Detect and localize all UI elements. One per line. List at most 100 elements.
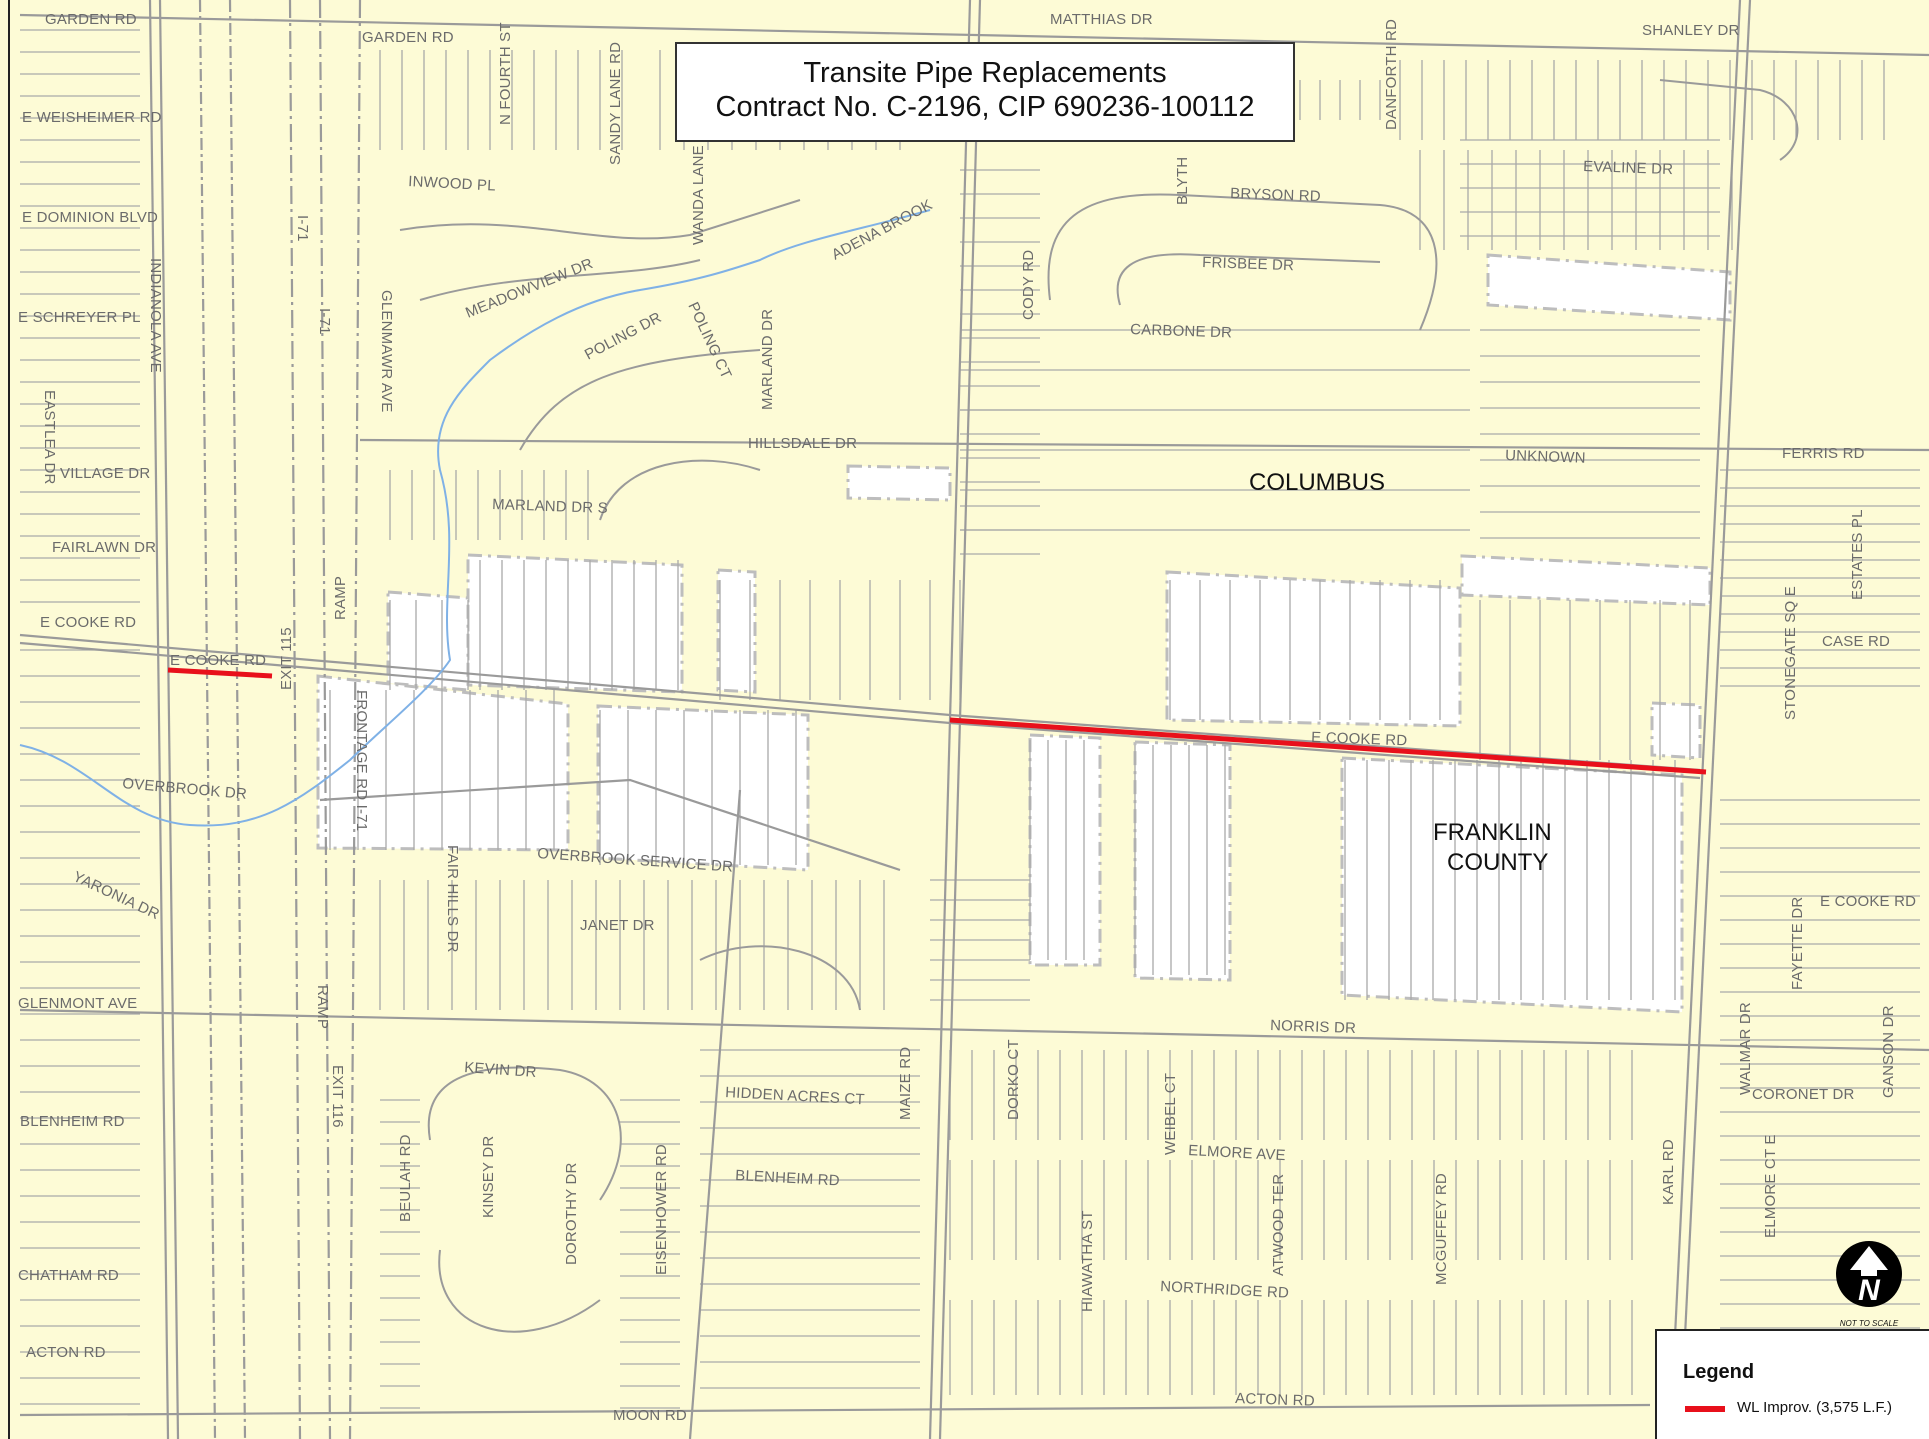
parcel-lines — [20, 29, 1920, 1409]
road-label: GARDEN RD — [45, 11, 137, 28]
road-label: INDIANOLA AVE — [147, 258, 164, 373]
road-label: ESTATES PL — [1849, 509, 1866, 600]
road-label: DANFORTH RD — [1383, 19, 1400, 130]
road-label: DORKO CT — [1005, 1039, 1022, 1120]
county-parcel-block — [846, 464, 952, 502]
road-label: ACTON RD — [1235, 1390, 1315, 1410]
north-arrow-head — [1850, 1246, 1888, 1276]
road-label: FAYETTE DR — [1789, 897, 1806, 990]
road-label: CHATHAM RD — [18, 1267, 119, 1284]
road-label: BEULAH RD — [397, 1134, 414, 1222]
road-label: BLENHEIM RD — [735, 1167, 840, 1189]
road-label: FAIRLAWN DR — [52, 539, 156, 556]
road-label: ATWOOD TER — [1270, 1174, 1287, 1276]
overbrook-line — [319, 778, 901, 872]
road-label: MATTHIAS DR — [1050, 11, 1153, 28]
north-arrow-icon: N NOT TO SCALE — [1830, 1236, 1908, 1336]
road-label: N FOURTH ST — [497, 22, 514, 125]
adena-brook-stream — [19, 209, 931, 827]
road-label: VILLAGE DR — [60, 465, 150, 482]
marland-curve — [519, 349, 761, 451]
road-label: HIAWATHA ST — [1079, 1210, 1096, 1312]
road-label: WEIBEL CT — [1162, 1073, 1179, 1155]
road-label: E SCHREYER PL — [18, 309, 141, 326]
area-label-franklin: FRANKLIN — [1433, 819, 1552, 846]
road-label: I-71 — [316, 308, 333, 335]
road-label: E COOKE RD — [170, 652, 266, 669]
road-label: FRISBEE DR — [1202, 254, 1295, 274]
road-label: E COOKE RD — [1311, 729, 1408, 749]
county-parcel-block — [1028, 733, 1102, 967]
road-label: SHANLEY DR — [1642, 22, 1740, 39]
road-label: RAMP — [332, 576, 349, 620]
road-label: FERRIS RD — [1782, 445, 1865, 462]
road-label: EVALINE DR — [1583, 158, 1674, 178]
road-label: MARLAND DR — [759, 309, 776, 410]
county-parcel-block — [466, 553, 684, 694]
county-parcel-block — [1340, 756, 1684, 1014]
road-label: FRONTAGE RD I-71 — [353, 690, 370, 831]
pipe-segment-east[interactable] — [949, 717, 1707, 775]
map-subtitle: Contract No. C-2196, CIP 690236-100112 — [715, 91, 1255, 123]
norris-line — [19, 1008, 1929, 1052]
road-label: SANDY LANE RD — [607, 42, 624, 165]
county-parcel-block — [1460, 554, 1712, 607]
carbone-loop — [1116, 253, 1381, 306]
road-label: CARBONE DR — [1130, 321, 1233, 342]
subdivision-streets — [399, 79, 1799, 1333]
poling-street — [419, 259, 701, 301]
rail-line — [198, 0, 217, 1439]
road-label: MARLAND DR S — [492, 496, 608, 517]
road-label: E COOKE RD — [1820, 893, 1916, 910]
karl-rd-line — [1668, 0, 1742, 1439]
map-title-box: Transite Pipe Replacements Contract No. … — [675, 42, 1295, 142]
county-parcel-block — [1650, 701, 1702, 760]
area-label-county: COUNTY — [1447, 849, 1548, 876]
indianola-ave-line — [148, 0, 170, 1439]
frisbee-loop — [1047, 193, 1438, 331]
area-labels: COLUMBUS FRANKLIN COUNTY — [1249, 469, 1552, 876]
county-parcel-block — [1165, 570, 1462, 728]
legend-item-label: WL Improv. (3,575 L.F.) — [1737, 1399, 1893, 1416]
hillsdale-line — [359, 438, 1929, 452]
road-label: CASE RD — [1822, 633, 1890, 650]
road-label: EXIT 115 — [278, 627, 295, 690]
road-label: EISENHOWER RD — [653, 1144, 670, 1275]
road-label: UNKNOWN — [1505, 447, 1586, 467]
road-label: EASTLEA DR — [41, 390, 58, 485]
road-label: BRYSON RD — [1230, 185, 1321, 205]
i71-line-b — [318, 0, 332, 1439]
road-label: HILLSDALE DR — [748, 435, 857, 452]
kevin-loop — [427, 1066, 622, 1201]
county-parcel-block — [596, 704, 810, 872]
road-label: MAIZE RD — [897, 1047, 914, 1120]
road-label: JANET DR — [580, 917, 655, 934]
county-parcel-block — [316, 674, 570, 852]
road-label: EXIT 116 — [329, 1065, 346, 1128]
pipe-segment-west[interactable] — [167, 667, 273, 679]
road-label: KARL RD — [1660, 1139, 1677, 1205]
moon-acton-line — [19, 1403, 1651, 1417]
garden-rd-line — [19, 13, 1929, 57]
road-label: KINSEY DR — [480, 1136, 497, 1218]
area-label-columbus: COLUMBUS — [1249, 469, 1385, 496]
road-label: GANSON DR — [1880, 1005, 1897, 1098]
indianola-ave-line-b — [158, 0, 180, 1439]
dorothy-loop — [438, 1249, 601, 1333]
eisenhower-line — [688, 789, 742, 1439]
road-label: ELMORE AVE — [1188, 1142, 1286, 1164]
road-label: I-71 — [294, 215, 311, 242]
i71-line — [288, 0, 302, 1439]
maize-rd-line — [928, 0, 972, 1439]
road-label: NORTHRIDGE RD — [1160, 1278, 1290, 1302]
road-label: KEVIN DR — [464, 1059, 537, 1081]
legend-title: Legend — [1683, 1361, 1755, 1383]
north-arrow-letter: N — [1858, 1274, 1881, 1307]
legend-box: Legend WL Improv. (3,575 L.F.) — [1655, 1329, 1929, 1439]
road-label: CORONET DR — [1752, 1086, 1855, 1103]
road-label: INWOOD PL — [408, 173, 496, 195]
road-label: GLENMONT AVE — [18, 995, 137, 1012]
road-label: E COOKE RD — [40, 614, 136, 631]
road-label: FAIR HILLS DR — [444, 845, 461, 953]
